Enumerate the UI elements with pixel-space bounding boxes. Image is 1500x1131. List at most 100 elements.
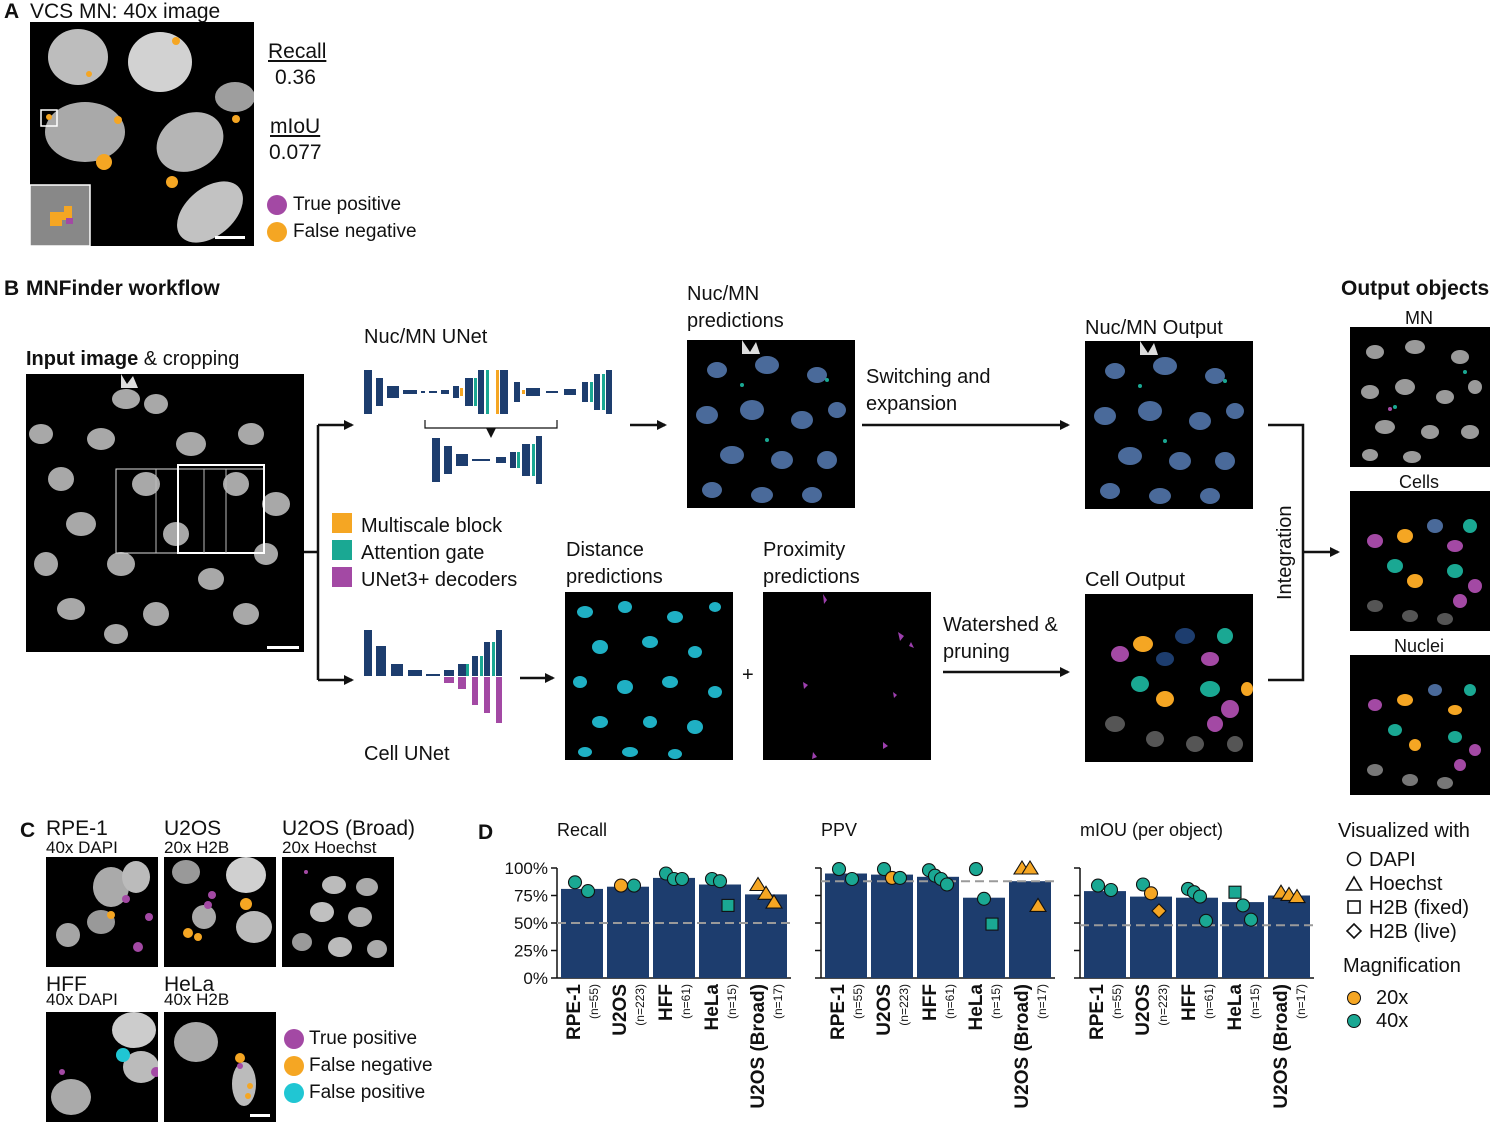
proximity-label-1: Proximity — [763, 539, 846, 561]
point-recall-4-1 — [757, 885, 775, 900]
bar-ppv-2 — [917, 876, 959, 978]
bar-miou-2 — [1176, 897, 1218, 978]
mag-legend-20x: 20x — [1376, 987, 1409, 1009]
output-cells-label: Cells — [1399, 472, 1440, 492]
nuc-mn-output-label: Nuc/MN Output — [1085, 317, 1223, 339]
point-recall-0-1 — [580, 884, 596, 899]
bar-recall-1 — [607, 886, 649, 978]
shape-legend-square — [1347, 900, 1361, 914]
point-miou-0-0 — [1090, 878, 1106, 893]
count-label-recall-4: (n=17) — [771, 984, 785, 1019]
point-ppv-3-1 — [976, 891, 992, 906]
recall-label: Recall — [268, 40, 327, 63]
point-recall-0-0 — [567, 875, 583, 890]
cell-output-label: Cell Output — [1085, 569, 1186, 591]
category-label-recall-0: RPE-1 — [564, 984, 585, 1040]
output-nuclei-image — [1350, 655, 1490, 795]
bar-ppv-0 — [825, 873, 867, 978]
legend-visualized-with-title: Visualized with — [1338, 820, 1470, 842]
point-ppv-2-3 — [939, 877, 955, 892]
watershed-label-2: pruning — [943, 641, 1010, 663]
nuc-mn-unet-diagram — [364, 370, 612, 484]
point-recall-2-2 — [674, 871, 690, 887]
category-label-ppv-2: HFF — [920, 984, 941, 1021]
chart-title-ppv: PPV — [821, 820, 857, 840]
bar-ppv-4 — [1009, 881, 1051, 978]
y-tick-label-recall-50: 50% — [514, 914, 548, 933]
count-label-miou-4: (n=17) — [1294, 984, 1308, 1019]
point-ppv-1-2 — [892, 870, 908, 885]
magnification-title: Magnification — [1343, 955, 1461, 977]
panel-b-letter: B — [4, 277, 20, 300]
count-label-miou-0: (n=55) — [1110, 984, 1124, 1019]
count-label-recall-3: (n=15) — [725, 984, 739, 1019]
distance-predictions-image — [565, 592, 733, 760]
point-ppv-3-0 — [968, 862, 984, 877]
c-hff-image — [46, 1012, 158, 1122]
point-ppv-0-0 — [831, 862, 847, 877]
nuc-mn-predictions-image — [687, 340, 855, 508]
nuc-mn-output-image — [1085, 341, 1253, 509]
panel-a-title: VCS MN: 40x image — [30, 0, 221, 23]
count-label-miou-2: (n=61) — [1202, 984, 1216, 1019]
switching-label-2: expansion — [866, 393, 958, 415]
point-miou-1-0 — [1135, 877, 1151, 892]
shape-legend-circle — [1346, 851, 1362, 867]
bar-recall-2 — [653, 877, 695, 978]
count-label-recall-2: (n=61) — [679, 984, 693, 1019]
plus-sign: + — [742, 664, 754, 686]
c-u2os-sub: 20x H2B — [164, 838, 230, 857]
point-ppv-4-2 — [1029, 897, 1047, 912]
point-miou-4-2 — [1288, 888, 1306, 904]
category-label-ppv-4: U2OS (Broad) — [1012, 984, 1033, 1109]
count-label-recall-1: (n=223) — [633, 984, 647, 1026]
switching-label-1: Switching and — [866, 366, 991, 388]
shape-legend-h2b-live: H2B (live) — [1369, 921, 1457, 943]
point-miou-3-1 — [1235, 898, 1251, 913]
point-miou-2-2 — [1192, 889, 1208, 904]
miou-label: mIoU — [270, 115, 321, 138]
swatch-attention — [332, 540, 352, 560]
legend-false-negative: False negative — [293, 221, 417, 242]
bar-ppv-3 — [963, 897, 1005, 978]
bar-miou-1 — [1130, 896, 1172, 978]
count-label-miou-1: (n=223) — [1156, 984, 1170, 1026]
swatch-unet3 — [332, 567, 352, 587]
category-label-recall-2: HFF — [656, 984, 677, 1021]
vcs-mn-micrograph — [30, 22, 254, 246]
bar-recall-0 — [561, 888, 603, 978]
point-ppv-0-1 — [844, 871, 860, 887]
category-label-recall-3: HeLa — [702, 984, 723, 1031]
nuc-mn-predictions-label-1: Nuc/MN — [687, 283, 760, 305]
c-hela-image — [164, 1012, 276, 1122]
c-legend-dot-false-positive — [284, 1083, 304, 1103]
bar-miou-0 — [1084, 891, 1126, 978]
c-rpe1-image — [46, 857, 158, 967]
input-image-label: Input image & cropping — [26, 348, 240, 370]
y-tick-label-recall-0: 0% — [523, 969, 548, 988]
c-legend-dot-false-negative — [284, 1056, 304, 1076]
block-legend-swatches — [332, 513, 352, 587]
c-u2os-broad-sub: 20x Hoechst — [282, 838, 377, 857]
count-label-ppv-2: (n=61) — [943, 984, 957, 1019]
category-label-miou-3: HeLa — [1225, 984, 1246, 1031]
bar-miou-3 — [1222, 902, 1264, 978]
c-legend-dot-true-positive — [284, 1029, 304, 1049]
miou-value: 0.077 — [269, 141, 322, 164]
point-miou-3-2 — [1243, 912, 1259, 927]
category-label-ppv-3: HeLa — [966, 984, 987, 1031]
category-label-ppv-1: U2OS — [874, 984, 895, 1036]
proximity-label-2: predictions — [763, 566, 860, 588]
point-miou-3-0 — [1228, 885, 1242, 899]
c-hff-name: HFF — [46, 973, 87, 996]
point-recall-3-2 — [721, 898, 735, 912]
input-image — [26, 374, 304, 652]
c-hff-sub: 40x DAPI — [46, 990, 118, 1009]
point-miou-1-2 — [1151, 903, 1167, 919]
category-label-miou-4: U2OS (Broad) — [1271, 984, 1292, 1109]
panel-d-letter: D — [478, 821, 494, 844]
point-recall-1-1 — [626, 878, 642, 893]
c-legend-false-positive: False positive — [309, 1082, 426, 1103]
point-miou-1-1 — [1143, 886, 1159, 901]
